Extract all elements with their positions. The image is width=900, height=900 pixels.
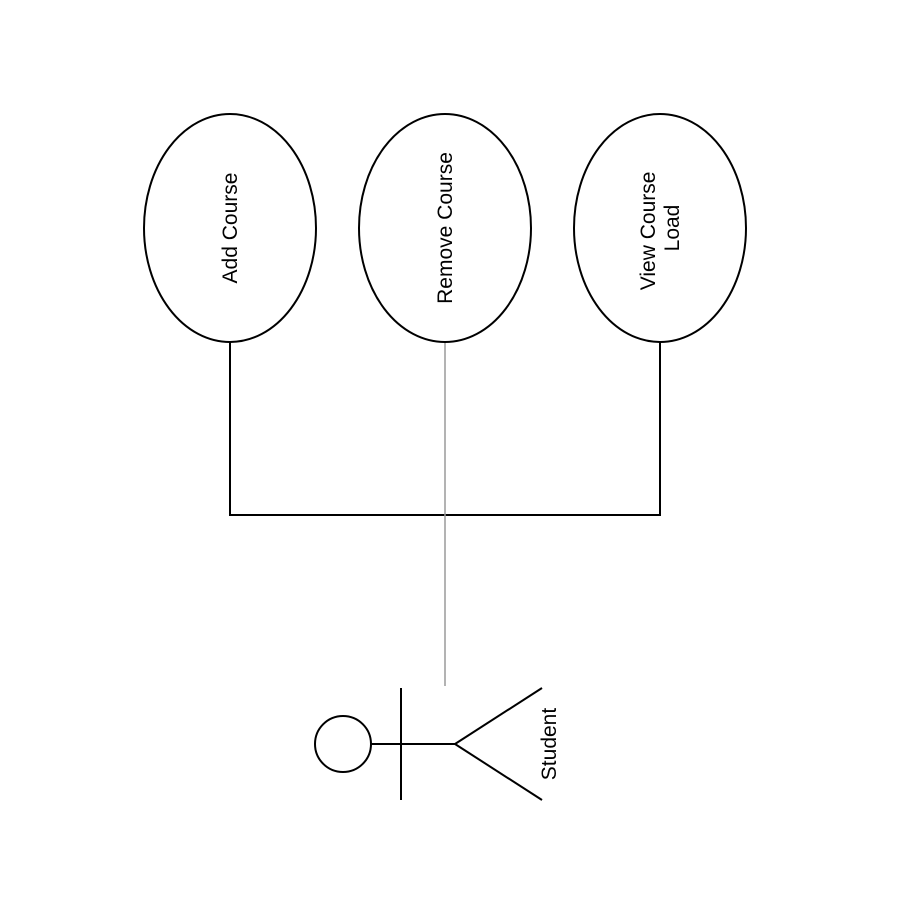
connector-view-course-load (445, 342, 661, 516)
use-case-add-course-ellipse (143, 113, 317, 343)
use-case-view-course-load[interactable]: View Course Load (573, 113, 747, 343)
actor-head (314, 715, 372, 773)
connector-add-course (229, 342, 445, 516)
use-case-add-course[interactable]: Add Course (143, 113, 317, 343)
use-case-view-course-load-ellipse (573, 113, 747, 343)
actor-leg-left (454, 687, 543, 745)
actor-student-label: Student (538, 708, 561, 781)
actor-student[interactable]: Student (314, 687, 561, 801)
use-case-view-course-load-label: View Course Load (637, 166, 684, 291)
use-case-add-course-label: Add Course (219, 173, 242, 284)
use-case-remove-course-label: Remove Course (434, 152, 457, 304)
actor-leg-right (454, 743, 543, 801)
use-case-remove-course[interactable]: Remove Course (358, 113, 532, 343)
use-case-remove-course-ellipse (358, 113, 532, 343)
